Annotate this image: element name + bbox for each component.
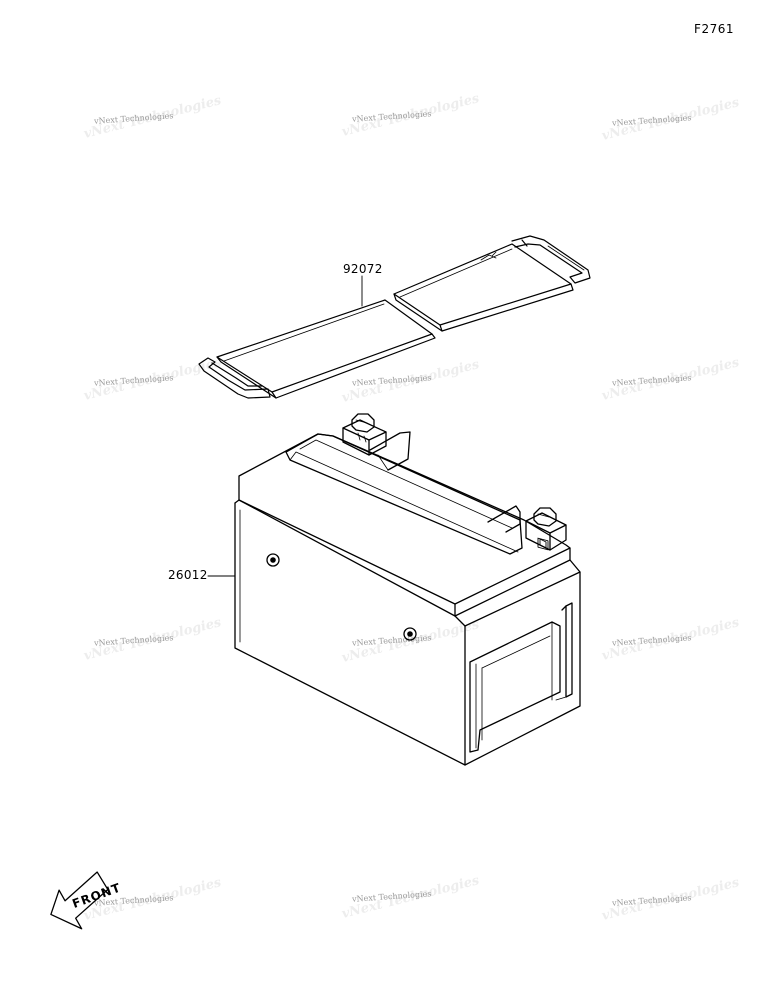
strap-drawing bbox=[198, 235, 591, 399]
figure-id: F2761 bbox=[694, 22, 734, 36]
terminal-top bbox=[342, 413, 387, 456]
callout-strap-number: 92072 bbox=[343, 262, 383, 276]
leader-lines bbox=[207, 275, 363, 577]
terminal-front bbox=[525, 507, 567, 551]
front-label: FRONT bbox=[70, 880, 123, 911]
callout-battery-number: 26012 bbox=[168, 568, 208, 582]
front-arrow-icon: FRONT bbox=[50, 871, 123, 930]
battery-drawing bbox=[234, 413, 581, 766]
